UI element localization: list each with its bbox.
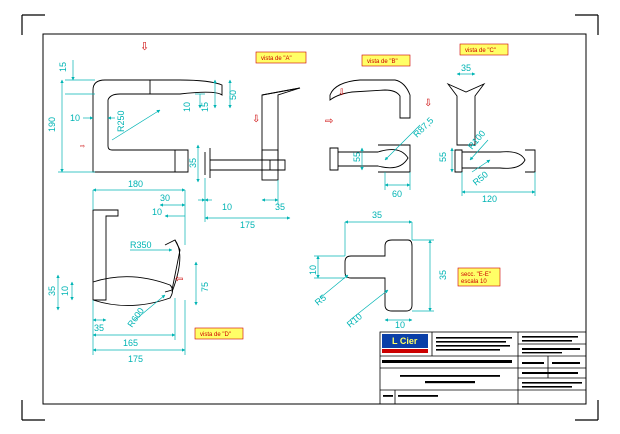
label-view-d: vista de "D" bbox=[200, 332, 231, 338]
dim-R350: R350 bbox=[130, 240, 152, 250]
dim-60-b: 60 bbox=[392, 189, 402, 199]
dim-50: 50 bbox=[228, 90, 238, 100]
label-section-e: secc. "E-E" bbox=[461, 272, 491, 278]
arrow-marker-top: ⇩ bbox=[140, 41, 149, 53]
dim-175-d: 175 bbox=[128, 354, 143, 364]
view-a-dims bbox=[58, 60, 232, 173]
title-block bbox=[379, 331, 587, 405]
dim-55-b: 55 bbox=[352, 152, 362, 162]
section-e bbox=[344, 239, 413, 312]
section-e-dims bbox=[314, 220, 434, 322]
dim-35-e-top: 35 bbox=[372, 210, 382, 220]
dim-35-c: 35 bbox=[461, 63, 471, 73]
dim-10-left: 10 bbox=[70, 113, 80, 123]
dim-165: 165 bbox=[123, 338, 138, 348]
dim-R250: R250 bbox=[116, 110, 126, 132]
dim-10-e-bottom: 10 bbox=[395, 320, 405, 330]
dim-55-c: 55 bbox=[438, 152, 448, 162]
view-a-front bbox=[92, 79, 223, 173]
dim-R600: R600 bbox=[125, 306, 146, 329]
dim-10-d-left: 10 bbox=[60, 286, 70, 296]
dim-R50: R50 bbox=[471, 169, 490, 187]
logo-bar bbox=[382, 349, 428, 353]
dim-R10: R10 bbox=[345, 311, 364, 329]
logo-text: L Cier bbox=[392, 336, 418, 346]
arrow-marker-b-left: ⇨ bbox=[325, 116, 333, 127]
dim-15-inner: 15 bbox=[200, 102, 210, 112]
dim-10-e: 10 bbox=[308, 265, 318, 275]
view-d-dims bbox=[56, 188, 198, 355]
dim-R5: R5 bbox=[313, 292, 328, 307]
dim-35-e-right: 35 bbox=[438, 270, 448, 280]
dim-10-d: 10 bbox=[152, 207, 162, 217]
dim-10-inner: 10 bbox=[182, 102, 192, 112]
label-box-view-a bbox=[255, 51, 307, 64]
label-view-c: vista de "C" bbox=[465, 48, 496, 54]
logo bbox=[382, 334, 428, 348]
label-view-b: vista de "B" bbox=[367, 59, 398, 65]
dim-180: 180 bbox=[128, 179, 143, 189]
label-box-view-c bbox=[459, 43, 509, 56]
dim-10-bottom: 10 bbox=[222, 202, 232, 212]
dim-35-d-left: 35 bbox=[47, 286, 57, 296]
arrow-marker-b-right: ⇩ bbox=[424, 98, 432, 109]
dim-30-d: 30 bbox=[160, 193, 170, 203]
label-box-section-e bbox=[457, 267, 501, 287]
arrow-marker-b-top: ⇩ bbox=[338, 87, 346, 97]
sheet-corner-marks bbox=[21, 14, 599, 421]
dim-175-bottom: 175 bbox=[240, 220, 255, 230]
dim-190: 190 bbox=[47, 117, 57, 132]
view-b-dims bbox=[360, 124, 421, 190]
dim-120: 120 bbox=[482, 194, 497, 204]
view-a-stem bbox=[204, 87, 301, 181]
dim-R87-5: R87,5 bbox=[411, 115, 435, 139]
title-block-text-lines bbox=[382, 336, 582, 397]
view-c-dims bbox=[450, 72, 536, 196]
dim-R100: R100 bbox=[466, 128, 487, 151]
arrow-marker-a-stem: ⇩ bbox=[252, 114, 260, 125]
dim-35-d-bottom: 35 bbox=[94, 323, 104, 333]
label-box-view-b bbox=[361, 54, 411, 67]
dim-15-top: 15 bbox=[58, 62, 68, 72]
view-c bbox=[446, 82, 536, 173]
label-view-a: vista de "A" bbox=[261, 56, 292, 62]
dim-75: 75 bbox=[200, 282, 210, 292]
dim-35-stem: 35 bbox=[188, 158, 198, 168]
view-b bbox=[329, 79, 411, 173]
view-a-stem-dims bbox=[196, 144, 291, 222]
dim-35-bottom: 35 bbox=[275, 202, 285, 212]
drawing-frame bbox=[42, 33, 587, 405]
arrow-marker-d: ⇦ bbox=[175, 274, 183, 285]
view-d bbox=[92, 209, 181, 306]
label-section-e-scale: escala 10 bbox=[461, 279, 487, 285]
label-box-view-d bbox=[194, 327, 244, 340]
arrow-marker-left-a: ⇨ bbox=[80, 144, 85, 150]
